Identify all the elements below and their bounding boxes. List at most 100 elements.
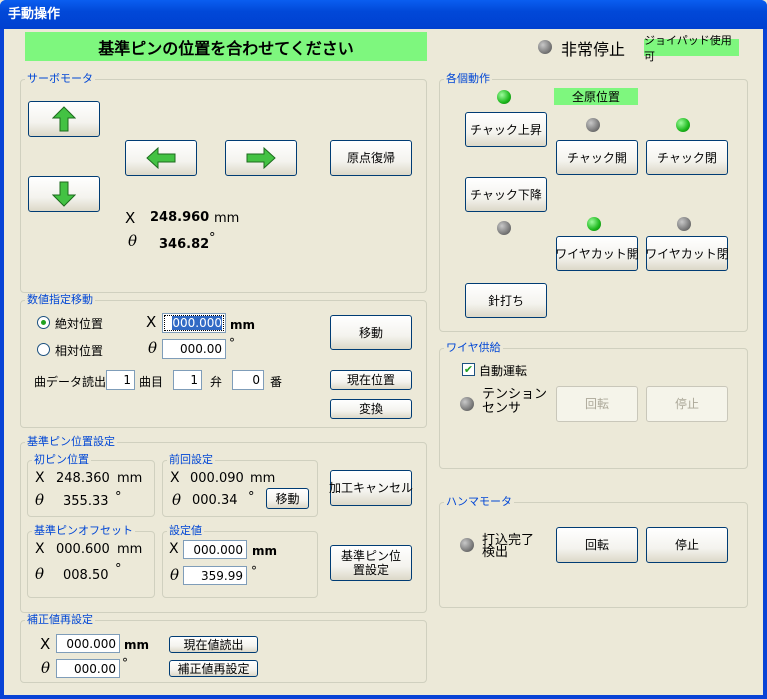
needle-button[interactable]: 針打ち bbox=[465, 283, 547, 318]
window-title: 手動操作 bbox=[0, 0, 767, 29]
chuck-open-led bbox=[586, 118, 600, 132]
auto-run-checkbox[interactable]: ✔ bbox=[462, 363, 475, 376]
individual-action-label: 各個動作 bbox=[444, 72, 492, 86]
correction-group: 補正値再設定 bbox=[20, 613, 427, 683]
home-return-button[interactable]: 原点復帰 bbox=[330, 140, 412, 176]
offset-box: 基準ピンオフセット bbox=[27, 524, 155, 598]
client-area: 基準ピンの位置を合わせてください 非常停止 ジョイパッド使用可 サーボモータ 原… bbox=[4, 29, 763, 695]
pin-setup-label: 基準ピン位置設定 bbox=[25, 435, 117, 449]
numeric-move-label: 数値指定移動 bbox=[25, 293, 95, 307]
individual-action-group: 各個動作 bbox=[439, 72, 748, 332]
move-button[interactable]: 移動 bbox=[330, 315, 412, 350]
previous-x-symbol: X bbox=[170, 470, 180, 486]
down-button[interactable] bbox=[28, 176, 100, 212]
up-button[interactable] bbox=[28, 101, 100, 137]
wire-cut-close-button[interactable]: ワイヤカット閉 bbox=[645, 236, 729, 271]
absolute-label: 絶対位置 bbox=[55, 317, 104, 331]
previous-theta-symbol: θ bbox=[172, 491, 182, 509]
offset-theta-symbol: θ bbox=[35, 565, 45, 583]
correction-reset-button[interactable]: 補正値再設定 bbox=[169, 660, 258, 677]
previous-move-button[interactable]: 移動 bbox=[266, 488, 309, 509]
wire-stop-button[interactable]: 停止 bbox=[646, 386, 728, 422]
initial-pin-box: 初ピン位置 bbox=[27, 453, 155, 517]
move-x-input[interactable]: 000.000 bbox=[162, 313, 226, 333]
offset-x-value: 000.600 bbox=[56, 542, 110, 557]
absolute-radio[interactable] bbox=[37, 316, 50, 329]
current-value-read-button[interactable]: 現在値読出 bbox=[169, 636, 258, 653]
correction-x-unit: mm bbox=[124, 638, 150, 652]
setting-box: 設定値 bbox=[162, 524, 318, 598]
setting-x-unit: mm bbox=[252, 544, 278, 558]
previous-label: 前回設定 bbox=[167, 453, 215, 467]
hammer-rotate-button[interactable]: 回転 bbox=[556, 527, 638, 563]
previous-x-unit: mm bbox=[250, 471, 276, 486]
valve-input[interactable]: 1 bbox=[173, 370, 202, 390]
numeric-move-group: 数値指定移動 bbox=[20, 293, 427, 428]
move-theta-unit: ° bbox=[229, 336, 235, 350]
correction-theta-input[interactable]: 000.00 bbox=[56, 659, 120, 678]
initial-pin-label: 初ピン位置 bbox=[32, 453, 91, 467]
initial-x-symbol: X bbox=[35, 470, 45, 486]
previous-theta-unit: ° bbox=[248, 490, 255, 505]
wire-cut-open-button[interactable]: ワイヤカット開 bbox=[555, 236, 639, 271]
wire-supply-group: ワイヤ供給 bbox=[439, 341, 748, 469]
chuck-up-led bbox=[497, 90, 511, 104]
arrow-left-icon bbox=[146, 147, 176, 169]
relative-radio[interactable] bbox=[37, 343, 50, 356]
arrow-right-icon bbox=[246, 147, 276, 169]
number-input[interactable]: 0 bbox=[232, 370, 264, 390]
correction-theta-unit: ° bbox=[122, 656, 128, 670]
setting-label: 設定値 bbox=[167, 524, 204, 538]
initial-x-unit: mm bbox=[117, 471, 143, 486]
valve-unit: 弁 bbox=[210, 375, 223, 389]
pin-setup-group: 基準ピン位置設定 bbox=[20, 435, 427, 613]
servo-x-symbol: X bbox=[125, 209, 136, 227]
chuck-close-led bbox=[676, 118, 690, 132]
wire-cut-close-led bbox=[677, 217, 691, 231]
setting-x-input[interactable]: 000.000 bbox=[183, 540, 247, 559]
left-button[interactable] bbox=[125, 140, 197, 176]
initial-theta-unit: ° bbox=[115, 490, 122, 505]
chuck-close-button[interactable]: チャック閉 bbox=[646, 140, 728, 175]
move-theta-input[interactable]: 000.00 bbox=[162, 339, 226, 359]
setting-theta-input[interactable]: 359.99 bbox=[183, 566, 247, 585]
pin-position-set-button[interactable]: 基準ピン位置設定 bbox=[330, 545, 412, 581]
estop-indicator bbox=[538, 40, 552, 54]
initial-theta-symbol: θ bbox=[35, 491, 45, 509]
song-unit: 曲目 bbox=[139, 375, 164, 389]
hammer-stop-button[interactable]: 停止 bbox=[646, 527, 728, 563]
chuck-down-led bbox=[497, 221, 511, 235]
setting-theta-unit: ° bbox=[251, 564, 257, 578]
arrow-up-icon bbox=[52, 106, 76, 132]
song-input[interactable]: 1 bbox=[106, 370, 135, 390]
offset-theta-value: 008.50 bbox=[63, 568, 109, 583]
wire-supply-label: ワイヤ供給 bbox=[444, 341, 503, 355]
machining-cancel-button[interactable]: 加工キャンセル bbox=[329, 470, 413, 506]
arrow-down-icon bbox=[52, 181, 76, 207]
previous-x-value: 000.090 bbox=[190, 471, 244, 486]
offset-x-unit: mm bbox=[117, 542, 143, 557]
move-x-symbol: X bbox=[146, 313, 157, 331]
offset-label: 基準ピンオフセット bbox=[32, 524, 135, 538]
current-position-button[interactable]: 現在位置 bbox=[330, 370, 412, 390]
correction-x-input[interactable]: 000.000 bbox=[56, 634, 120, 653]
chuck-up-button[interactable]: チャック上昇 bbox=[465, 112, 547, 147]
read-song-label: 曲データ読出 bbox=[34, 375, 107, 389]
right-button[interactable] bbox=[225, 140, 297, 176]
tension-sensor-label: テンション センサ bbox=[482, 387, 548, 416]
estop-label: 非常停止 bbox=[561, 40, 626, 59]
previous-theta-value: 000.34 bbox=[192, 493, 238, 508]
setting-theta-symbol: θ bbox=[170, 566, 180, 584]
servo-group-label: サーボモータ bbox=[25, 72, 95, 86]
chuck-open-button[interactable]: チャック開 bbox=[556, 140, 638, 175]
move-theta-symbol: θ bbox=[148, 339, 158, 357]
tension-sensor-led bbox=[460, 397, 474, 411]
hammer-motor-group: ハンマモータ bbox=[439, 495, 748, 608]
wire-rotate-button[interactable]: 回転 bbox=[556, 386, 638, 422]
convert-button[interactable]: 変換 bbox=[330, 399, 412, 419]
servo-theta-unit: ° bbox=[209, 231, 216, 246]
previous-box: 前回設定 bbox=[162, 453, 318, 517]
wire-cut-open-led bbox=[587, 217, 601, 231]
chuck-down-button[interactable]: チャック下降 bbox=[465, 177, 547, 212]
